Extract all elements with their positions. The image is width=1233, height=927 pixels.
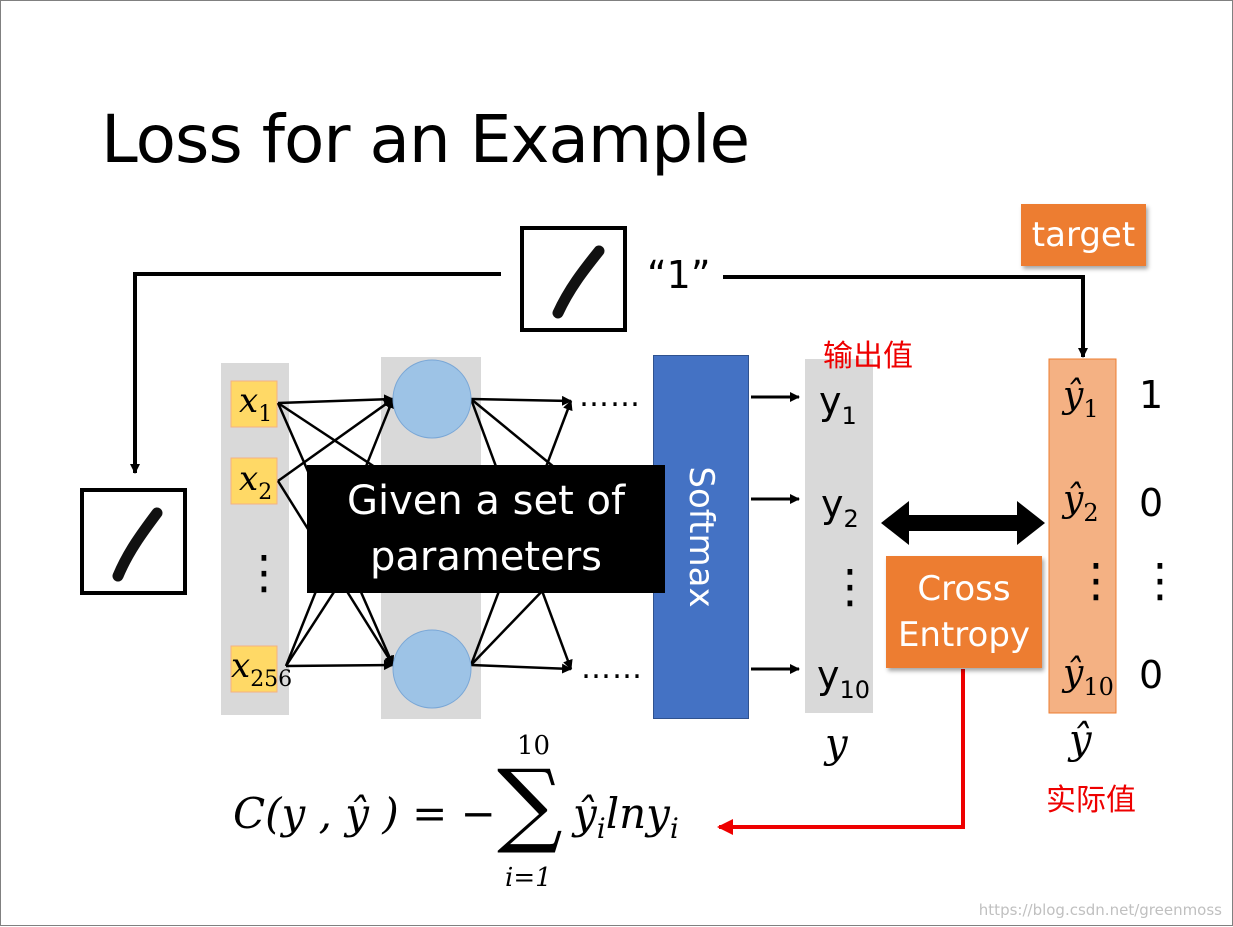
overlay-line-2: parameters (369, 534, 602, 580)
output-label-y2: y2 (821, 482, 859, 533)
input-vdots: ⋮ (241, 545, 287, 599)
target-label-yhat1: ŷ1 (1063, 375, 1099, 423)
softmax-layer: Softmax (653, 355, 749, 719)
target-value-vdots: ⋮ (1137, 553, 1183, 607)
neuron-top (392, 359, 472, 439)
output-vector-label: y (825, 721, 848, 767)
input-label-x1: x1 (239, 381, 273, 427)
target-value-2: 0 (1139, 481, 1164, 525)
compare-double-arrow (881, 501, 1045, 545)
hidden-ellipsis-top: …… (579, 379, 641, 414)
target-label-yhat2: ŷ2 (1063, 479, 1099, 527)
formula-body: ŷilnyi (573, 789, 679, 845)
target-value-1: 1 (1139, 373, 1164, 417)
label-to-target-line (723, 275, 1088, 358)
softmax-label: Softmax (681, 466, 721, 608)
digit-class-label: “1” (647, 253, 711, 297)
output-label-y1: y1 (819, 379, 857, 430)
formula-lhs: C(y , ŷ ) = − (233, 789, 496, 838)
output-label-y10: y10 (817, 653, 871, 704)
digit-image-left (80, 488, 187, 595)
watermark: https://blog.csdn.net/greenmoss (978, 901, 1222, 919)
formula-sigma: ∑ (497, 750, 563, 857)
input-label-x256: x256 (231, 646, 293, 692)
target-vdots: ⋮ (1073, 553, 1119, 607)
input-label-x2: x2 (239, 459, 273, 505)
actual-value-label: 实际值 (1046, 784, 1136, 817)
input-box-x2 (230, 457, 278, 505)
cross-entropy-line-1: Cross (917, 569, 1011, 609)
target-label-box: target (1021, 204, 1146, 266)
input-box-x1 (230, 380, 278, 428)
input-box-x256 (230, 645, 278, 693)
output-vdots: ⋮ (827, 559, 873, 613)
parameters-overlay: Given a set of parameters (307, 465, 665, 593)
image-to-input-line (130, 272, 501, 474)
target-vector-label: ŷ (1069, 717, 1092, 763)
cross-entropy-box: Cross Entropy (886, 556, 1042, 668)
formula-sum-top: 10 (517, 731, 551, 761)
output-value-label: 输出值 (823, 340, 913, 373)
output-column (805, 359, 873, 713)
loss-arrow (717, 669, 965, 835)
hidden-ellipsis-bottom: …… (581, 651, 643, 686)
softmax-output-arrows (751, 392, 800, 674)
formula-sum-bottom: i=1 (505, 863, 552, 893)
page-title: Loss for an Example (101, 101, 750, 178)
digit-image-top (520, 226, 627, 332)
overlay-line-1: Given a set of (346, 478, 626, 524)
target-value-10: 0 (1139, 653, 1164, 697)
neuron-bottom (392, 629, 472, 709)
cross-entropy-line-2: Entropy (897, 615, 1031, 655)
target-label-yhat10: ŷ10 (1063, 653, 1114, 701)
target-column (1048, 358, 1117, 714)
